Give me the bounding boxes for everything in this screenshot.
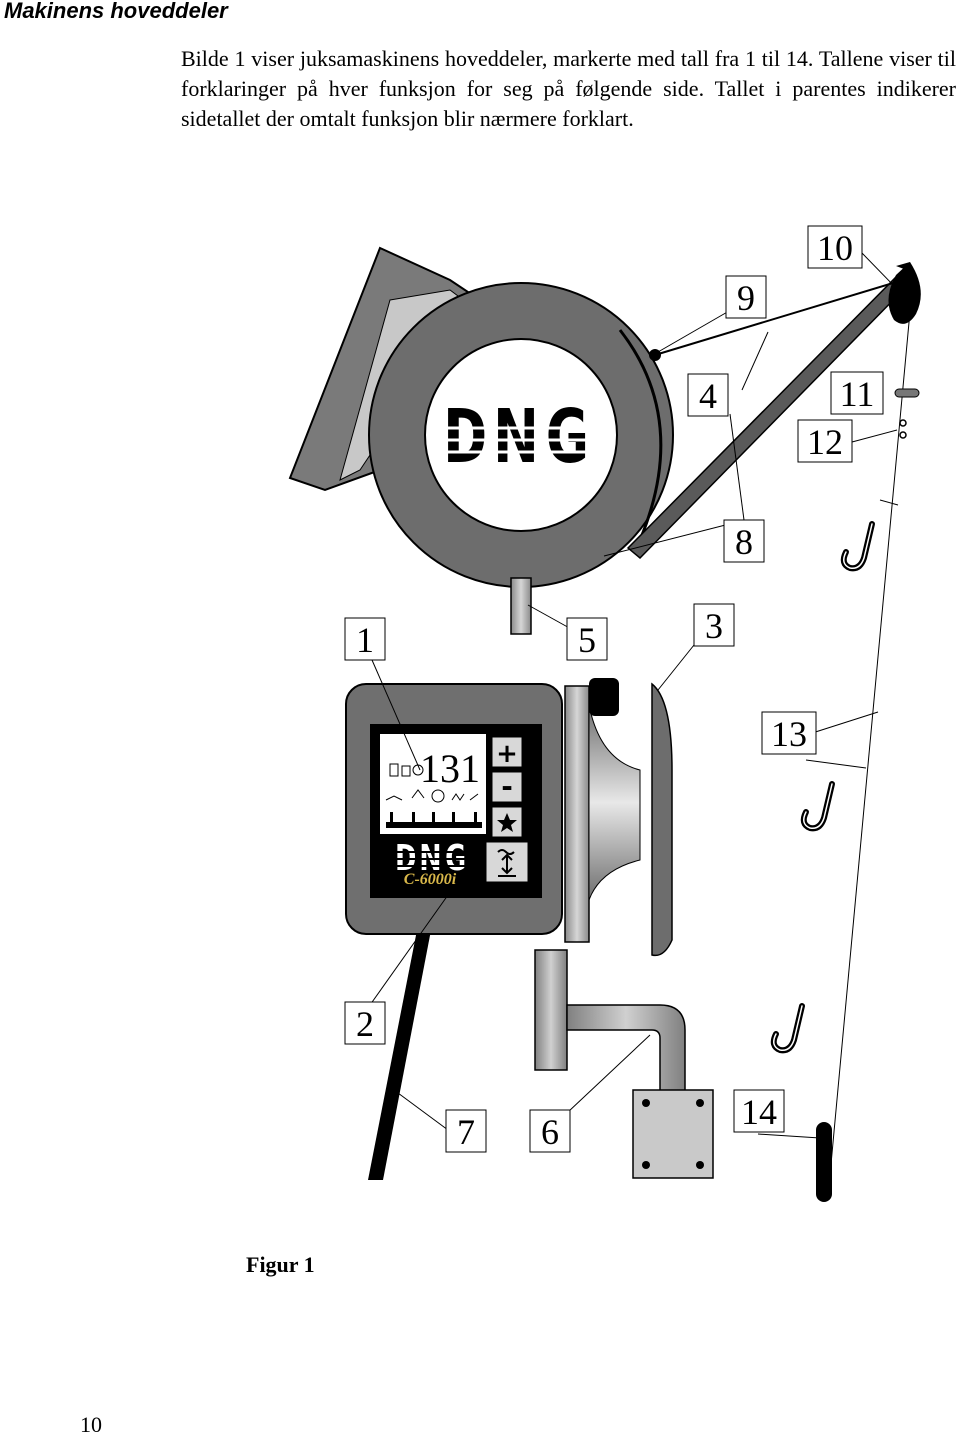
updown-icon xyxy=(497,849,516,877)
star-icon xyxy=(497,813,517,832)
panel-model-text: C-6000i xyxy=(404,871,457,888)
svg-text:1: 1 xyxy=(356,620,374,660)
svg-text:13: 13 xyxy=(771,714,807,754)
hook-1 xyxy=(844,524,872,568)
callout-7: 7 xyxy=(445,1109,487,1153)
callout-13: 13 xyxy=(761,711,817,755)
callout-3: 3 xyxy=(693,603,735,647)
reel-handle xyxy=(510,577,532,635)
top-roller xyxy=(888,262,921,324)
svg-text:7: 7 xyxy=(457,1112,475,1152)
callout-8: 8 xyxy=(723,519,765,563)
plus-button[interactable] xyxy=(491,736,523,768)
svg-text:8: 8 xyxy=(735,522,753,562)
svg-text:14: 14 xyxy=(741,1092,777,1132)
callout-11: 11 xyxy=(830,371,884,415)
svg-text:12: 12 xyxy=(807,422,843,462)
callout-12: 12 xyxy=(797,419,853,463)
reel-ring: DNG xyxy=(368,282,674,588)
pole xyxy=(368,925,432,1180)
svg-text:5: 5 xyxy=(578,620,596,660)
spool-drum xyxy=(564,678,673,957)
minus-button[interactable] xyxy=(491,771,523,803)
panel-display-value: 131 xyxy=(420,746,480,791)
hook-3 xyxy=(774,1006,802,1050)
callout-4: 4 xyxy=(687,373,729,417)
minus-button-label: - xyxy=(501,770,513,803)
section-heading: Makinens hoveddeler xyxy=(4,0,228,23)
control-panel: 131 + - xyxy=(345,683,563,935)
callout-5: 5 xyxy=(566,617,608,661)
callout-9: 9 xyxy=(725,275,767,319)
svg-text:11: 11 xyxy=(840,374,875,414)
intro-paragraph: Bilde 1 viser juksamaskinens hoveddeler,… xyxy=(181,46,956,131)
plus-button-label: + xyxy=(496,739,518,769)
snap xyxy=(899,419,907,439)
swivel xyxy=(894,388,920,398)
reel-brand-logo: DNG xyxy=(443,394,595,480)
callout-1: 1 xyxy=(344,617,386,661)
figure-caption: Figur 1 xyxy=(246,1252,315,1277)
page-number: 10 xyxy=(80,1412,102,1437)
svg-text:6: 6 xyxy=(541,1112,559,1152)
svg-text:10: 10 xyxy=(817,228,853,268)
callout-6: 6 xyxy=(529,1109,571,1153)
hook-2 xyxy=(804,784,832,828)
callout-14: 14 xyxy=(733,1089,785,1133)
svg-text:9: 9 xyxy=(737,278,755,318)
sinker xyxy=(816,1122,832,1202)
callout-10: 10 xyxy=(807,225,863,269)
callout-2: 2 xyxy=(344,1001,386,1045)
svg-text:3: 3 xyxy=(705,606,723,646)
svg-text:4: 4 xyxy=(699,376,717,416)
mount-bracket xyxy=(534,949,714,1179)
leader-lines xyxy=(369,251,899,1139)
svg-text:2: 2 xyxy=(356,1004,374,1044)
